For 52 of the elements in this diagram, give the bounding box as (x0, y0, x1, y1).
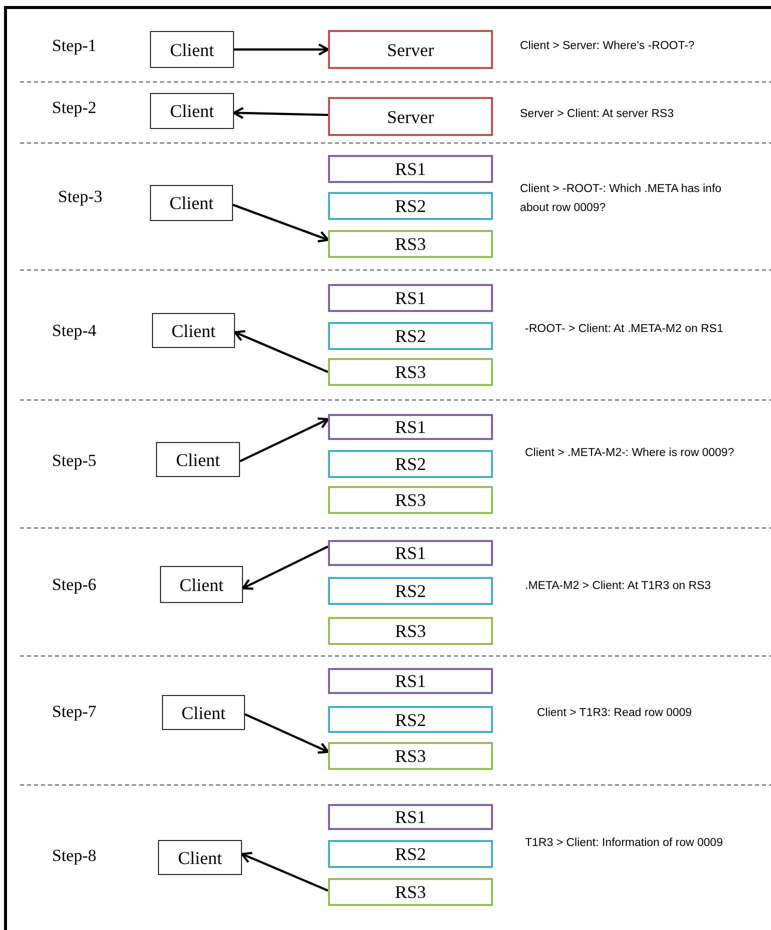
step-label: Step-1 (52, 37, 96, 54)
process-box: RS2 (328, 706, 493, 733)
process-box: Server (328, 97, 493, 136)
message-text: -ROOT- > Client: At .META-M2 on RS1 (525, 322, 724, 337)
step-label: Step-3 (58, 188, 102, 205)
message-text: Client > .META-M2-: Where is row 0009? (525, 446, 736, 461)
process-box: Client (160, 566, 243, 603)
process-box: RS1 (328, 804, 493, 830)
arrow (234, 330, 328, 374)
step-label: Step-8 (52, 847, 96, 864)
process-box: RS1 (328, 155, 493, 183)
arrow (234, 43, 330, 56)
message-text: T1R3 > Client: Information of row 0009 (525, 836, 724, 851)
process-box: RS3 (328, 230, 493, 258)
message-text: .META-M2 > Client: At T1R3 on RS3 (525, 579, 712, 594)
process-box: Client (150, 31, 234, 68)
process-box: RS3 (328, 617, 493, 645)
process-box: Server (328, 30, 493, 69)
process-box: Client (158, 840, 242, 875)
message-text: Client > T1R3: Read row 0009 (537, 706, 693, 721)
process-box: Client (156, 442, 240, 477)
process-box: RS1 (328, 540, 493, 566)
process-box: RS1 (328, 668, 493, 694)
arrow (240, 852, 328, 892)
process-box: RS2 (328, 450, 493, 478)
step-label: Step-4 (52, 322, 96, 339)
process-box: RS2 (328, 192, 493, 220)
process-box: RS3 (328, 358, 493, 386)
process-box: Client (150, 185, 233, 221)
process-box: Client (162, 695, 245, 730)
message-text: Client > Server: Where’s -ROOT-? (520, 39, 696, 54)
process-box: RS2 (328, 322, 493, 350)
arrow (232, 106, 328, 120)
process-box: RS3 (328, 742, 493, 770)
step-label: Step-6 (52, 576, 96, 593)
message-text: Server > Client: At server RS3 (520, 107, 675, 122)
process-box: RS1 (328, 284, 493, 312)
arrow (232, 204, 330, 242)
arrow (240, 417, 330, 462)
process-box: RS2 (328, 840, 493, 868)
step-label: Step-5 (52, 452, 96, 469)
message-text: Client > -ROOT-: Which .META has info about row 0009? (520, 182, 722, 216)
process-box: RS2 (328, 577, 493, 605)
arrow (242, 546, 328, 590)
process-box: RS1 (328, 414, 493, 440)
arrow (244, 713, 330, 754)
step-label: Step-2 (52, 99, 96, 116)
process-box: Client (150, 93, 234, 129)
process-box: RS3 (328, 486, 493, 514)
step-label: Step-7 (52, 703, 96, 720)
process-box: Client (152, 313, 235, 348)
process-box: RS3 (328, 878, 493, 906)
